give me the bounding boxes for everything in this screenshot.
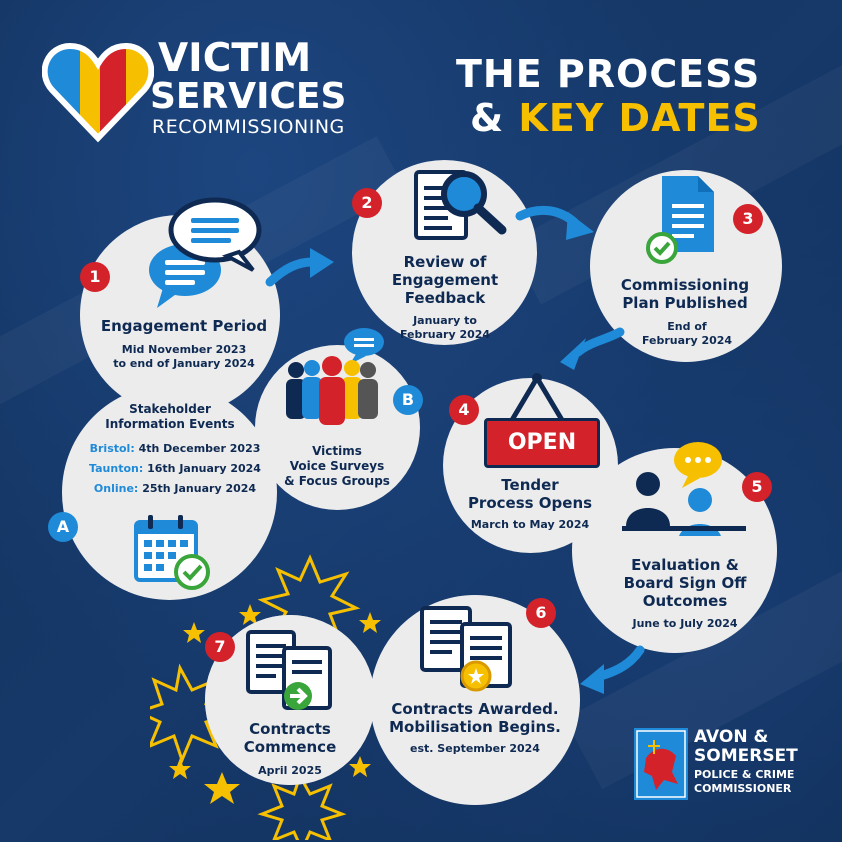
step-1-number: 1 xyxy=(80,262,110,292)
step-4-dates: March to May 2024 xyxy=(470,518,590,531)
calendar-check-icon xyxy=(134,515,210,590)
step-a-letter: A xyxy=(48,512,78,542)
header-line2: & KEY DATES xyxy=(470,96,761,140)
pcc-line4: COMMISSIONER xyxy=(694,782,792,795)
document-check-icon xyxy=(646,176,714,264)
logo-line3: RECOMMISSIONING xyxy=(152,116,345,138)
step-7-dates: April 2025 xyxy=(258,764,322,777)
contract-arrow-icon xyxy=(246,630,332,710)
step-6-dates: est. September 2024 xyxy=(410,742,540,755)
arrow-head-icon xyxy=(566,212,594,240)
contracts-seal-icon xyxy=(420,606,512,692)
step-2-number: 2 xyxy=(352,188,382,218)
logo-line2: SERVICES xyxy=(150,76,347,117)
open-sign-icon xyxy=(509,373,565,422)
header-line1: THE PROCESS xyxy=(456,52,761,96)
starburst-decoration xyxy=(150,554,381,840)
heart-logo-icon xyxy=(42,42,154,143)
step-5-dates: June to July 2024 xyxy=(632,617,738,630)
step-3-number: 3 xyxy=(733,204,763,234)
step-b-letter: B xyxy=(393,385,423,415)
crest-shield-icon xyxy=(634,728,688,800)
meeting-people-icon xyxy=(622,442,746,536)
step-6-number: 6 xyxy=(526,598,556,628)
arrow-head-icon xyxy=(580,664,604,694)
pcc-line3: POLICE & CRIME xyxy=(694,768,795,781)
header-ampersand: & xyxy=(470,96,519,140)
open-sign: OPEN xyxy=(484,418,600,468)
step-5-number: 5 xyxy=(742,472,772,502)
step-a-events: Bristol: 4th December 2023 Taunton: 16th… xyxy=(80,439,270,499)
step-7-number: 7 xyxy=(205,632,235,662)
pcc-line1: AVON & xyxy=(694,727,769,747)
step-1-title: Engagement Period xyxy=(100,317,268,335)
document-magnifier-icon xyxy=(414,170,507,240)
event-online: Online: 25th January 2024 xyxy=(93,482,257,495)
header-highlight: KEY DATES xyxy=(518,96,761,140)
logo-line1: VICTIM xyxy=(158,36,312,81)
people-group-icon xyxy=(286,328,384,425)
event-bristol: Bristol: 4th December 2023 xyxy=(89,442,261,455)
speech-bubbles-icon xyxy=(149,197,262,308)
pcc-line2: SOMERSET xyxy=(694,746,798,766)
event-taunton: Taunton: 16th January 2024 xyxy=(89,462,261,475)
arrow-head-icon xyxy=(560,338,586,370)
arrow-head-icon xyxy=(310,248,334,278)
step-6-title: Contracts Awarded.Mobilisation Begins. xyxy=(389,700,561,736)
step-4-number: 4 xyxy=(449,395,479,425)
